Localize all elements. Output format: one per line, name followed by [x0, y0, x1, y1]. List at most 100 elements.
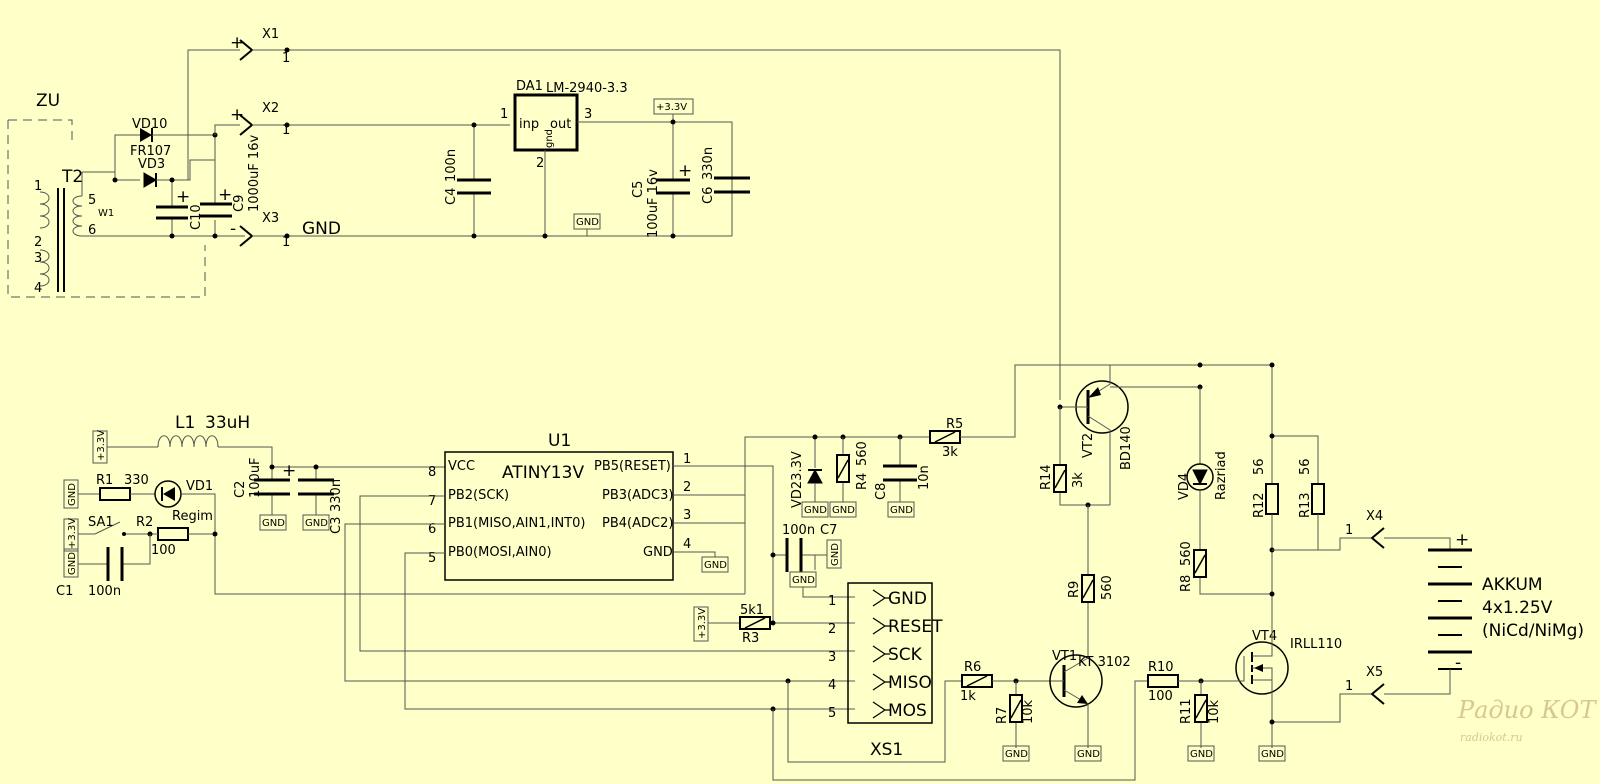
gnd-symbol-r7: GND [1002, 745, 1030, 762]
transistor-vt1 [1049, 650, 1103, 748]
svg-text:-: - [1455, 653, 1461, 673]
svg-text:4: 4 [683, 537, 691, 552]
resistor-r3 [739, 616, 771, 630]
svg-text:+: + [282, 461, 296, 481]
r13-label: R13 [1298, 492, 1313, 518]
svg-text:6: 6 [428, 522, 436, 537]
t2-pin-2: 2 [34, 235, 42, 250]
c4-value: 100n [444, 149, 459, 182]
svg-text:2: 2 [828, 622, 836, 637]
x2-label: X2 [262, 101, 279, 116]
svg-text:+3.3V: +3.3V [697, 608, 708, 639]
svg-text:+3.3V: +3.3V [96, 430, 107, 461]
c7-label: C7 [820, 523, 837, 538]
svg-text:GND: GND [643, 545, 673, 560]
c9-value: 1000uF 16v [247, 135, 262, 212]
svg-text:8: 8 [428, 465, 436, 480]
gnd-symbol-r4: GND [829, 501, 857, 518]
zu-label: ZU [36, 91, 60, 111]
svg-text:PB0(MOSI,AIN0): PB0(MOSI,AIN0) [448, 545, 552, 560]
sa1-label: SA1 [88, 515, 114, 530]
watermark-logo: Радио КОТ [1457, 696, 1597, 724]
connector-x2: + X2 1 [230, 101, 290, 138]
r13-value: 56 [1298, 458, 1313, 475]
switch-sa1[interactable] [78, 521, 150, 535]
r7-label: R7 [995, 707, 1010, 724]
t2-pin-6: 6 [88, 223, 96, 238]
vt4-label: VT4 [1252, 629, 1277, 644]
svg-text:PB3(ADC3): PB3(ADC3) [602, 488, 673, 503]
vd4-value: Razriad [1214, 451, 1229, 500]
resistor-r2 [157, 527, 189, 541]
c9-label: C9 [232, 195, 247, 212]
led-vd1 [154, 480, 745, 595]
svg-text:GND: GND [890, 505, 913, 516]
vd3-label: VD3 [138, 157, 165, 172]
x1-label: X1 [262, 27, 279, 42]
svg-text:3: 3 [683, 508, 691, 523]
svg-text:1: 1 [282, 123, 290, 138]
divider-section: VD23.3V GND R4 560 GND C8 10n GND R5 3k … [693, 364, 1200, 781]
mcu-u1: VCC PB2(SCK) PB1(MISO,AIN1,INT0) PB0(MOS… [428, 451, 691, 581]
transformer-t2: 1 2 3 4 5 6 [34, 172, 96, 296]
r2-value: 100 [151, 543, 176, 558]
resistor-r13 [1311, 483, 1325, 515]
svg-text:1: 1 [500, 107, 508, 122]
regulator-da1: inp out gnd 1 2 3 [500, 93, 592, 171]
resistor-r1 [99, 487, 131, 501]
svg-text:1: 1 [828, 594, 836, 609]
u1-label: U1 [548, 431, 571, 451]
svg-text:PB4(ADC2): PB4(ADC2) [602, 516, 673, 531]
gnd-symbol-c3: GND [302, 514, 330, 531]
t2-pin-5: 5 [88, 193, 96, 208]
svg-text:inp: inp [519, 117, 539, 132]
svg-text:gnd: gnd [544, 129, 555, 148]
svg-text:MOS: MOS [888, 701, 927, 721]
r5-value: 3k [942, 445, 958, 460]
r11-value: 10k [1207, 699, 1222, 724]
capacitor-c5-c6: + [656, 119, 750, 239]
c10-label: C10 [189, 204, 204, 230]
akkum-label: AKKUM [1482, 575, 1543, 595]
r14-value: 3k [1071, 472, 1086, 488]
svg-text:GND: GND [67, 483, 78, 506]
transistor-vt2 [1060, 365, 1129, 505]
svg-text:+: + [678, 161, 692, 181]
r14-label: R14 [1039, 464, 1054, 490]
svg-text:RESET: RESET [888, 617, 943, 637]
svg-text:-: - [230, 219, 236, 239]
gnd-symbol-c1: GND [63, 548, 79, 578]
t2-label: T2 [61, 167, 83, 187]
charger-section: ZU T2 W1 1 2 3 4 5 6 [7, 27, 1061, 400]
c6-label: C6 [701, 187, 716, 204]
svg-text:3: 3 [828, 650, 836, 665]
diode-vd10 [130, 128, 215, 142]
svg-text:+: + [230, 33, 244, 53]
header-xs1: GND RESET SCK MISO MOS 1 2 3 4 5 [828, 582, 943, 724]
r8-value: 560 [1179, 541, 1194, 566]
power-3v3-r3: +3.3V [693, 606, 709, 642]
resistor-r14 [1053, 464, 1067, 493]
vt2-label: VT2 [1081, 433, 1096, 458]
svg-text:GND: GND [1261, 749, 1284, 760]
svg-text:GND: GND [576, 217, 599, 228]
svg-text:PB2(SCK): PB2(SCK) [448, 488, 509, 503]
svg-text:PB1(MISO,AIN1,INT0): PB1(MISO,AIN1,INT0) [448, 516, 585, 531]
regim-label: Regim [172, 509, 213, 524]
gnd-symbol-xs1: GND [789, 571, 817, 588]
watermark-url: radiokot.ru [1460, 731, 1523, 744]
da1-value: LM-2940-3.3 [546, 81, 628, 96]
svg-text:+3.3V: +3.3V [656, 102, 687, 113]
svg-text:GND: GND [704, 560, 727, 571]
capacitor-c4 [457, 122, 491, 239]
r1-value: 330 [124, 473, 149, 488]
l1-label: L1 [175, 413, 195, 433]
akkum-value: 4x1.25V [1482, 598, 1553, 618]
svg-text:1: 1 [282, 235, 290, 250]
svg-text:+: + [230, 105, 244, 125]
mosfet-vt4 [1235, 640, 1289, 698]
gnd-symbol-vd2: GND [801, 501, 829, 518]
svg-text:GND: GND [1190, 749, 1213, 760]
w1-label: W1 [98, 208, 114, 219]
